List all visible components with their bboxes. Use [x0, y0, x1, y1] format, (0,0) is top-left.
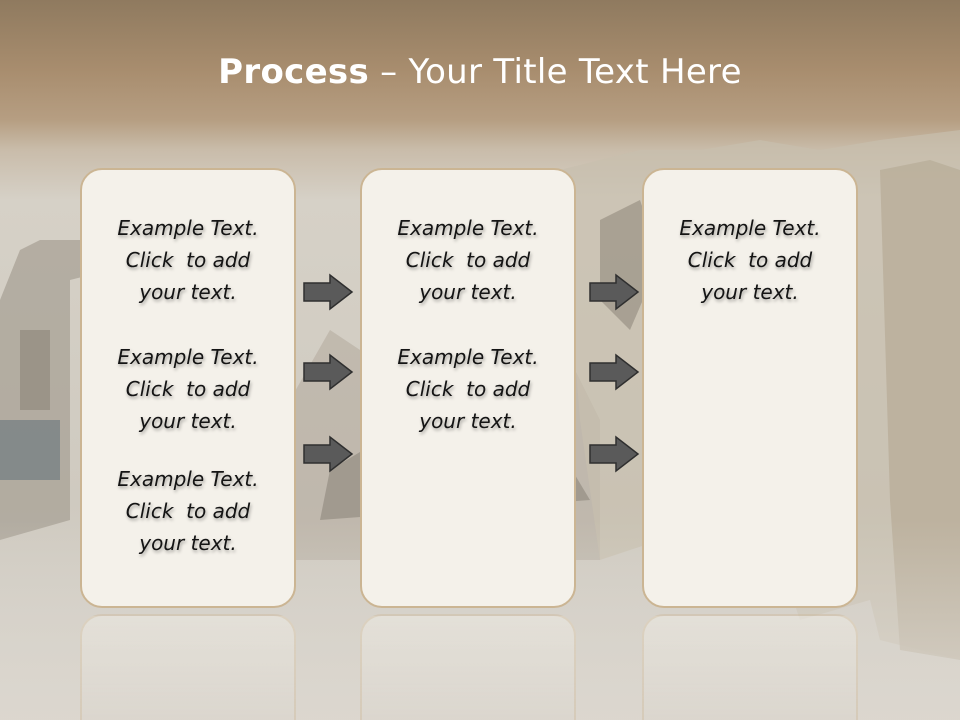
arrow-right-icon	[589, 353, 640, 391]
text-line: Example Text.	[117, 216, 259, 240]
text-line: Example Text.	[679, 216, 821, 240]
placeholder-text[interactable]: Example Text. Click to add your text.	[82, 212, 294, 308]
text-line: Click to add	[405, 248, 531, 272]
process-step-panel-3[interactable]: Example Text. Click to add your text.	[642, 168, 858, 608]
title-bold-text: Process	[218, 52, 370, 92]
text-line: Click to add	[687, 248, 813, 272]
text-line: Click to add	[125, 248, 251, 272]
arrow-right-icon	[589, 273, 640, 311]
arrow-right-icon	[589, 435, 640, 473]
text-line: Click to add	[405, 377, 531, 401]
text-line: Example Text.	[117, 467, 259, 491]
text-line: Click to add	[125, 377, 251, 401]
text-line: your text.	[139, 409, 237, 433]
text-line: Example Text.	[397, 216, 539, 240]
text-line: Click to add	[125, 499, 251, 523]
panel-reflection	[80, 614, 296, 720]
text-line: Example Text.	[117, 345, 259, 369]
placeholder-text[interactable]: Example Text. Click to add your text.	[82, 341, 294, 437]
text-line: your text.	[419, 409, 517, 433]
placeholder-text[interactable]: Example Text. Click to add your text.	[362, 341, 574, 437]
text-line: your text.	[419, 280, 517, 304]
process-step-panel-2[interactable]: Example Text. Click to add your text. Ex…	[360, 168, 576, 608]
text-line: your text.	[701, 280, 799, 304]
arrow-right-icon	[303, 353, 354, 391]
process-step-panel-1[interactable]: Example Text. Click to add your text. Ex…	[80, 168, 296, 608]
arrow-right-icon	[303, 273, 354, 311]
text-line: your text.	[139, 280, 237, 304]
text-line: Example Text.	[397, 345, 539, 369]
title-rest-text: – Your Title Text Here	[369, 52, 742, 92]
arrow-right-icon	[303, 435, 354, 473]
placeholder-text[interactable]: Example Text. Click to add your text.	[82, 463, 294, 559]
slide-title[interactable]: Process – Your Title Text Here	[0, 52, 960, 92]
panel-reflection	[360, 614, 576, 720]
placeholder-text[interactable]: Example Text. Click to add your text.	[362, 212, 574, 308]
panel-reflection	[642, 614, 858, 720]
placeholder-text[interactable]: Example Text. Click to add your text.	[644, 212, 856, 308]
text-line: your text.	[139, 531, 237, 555]
